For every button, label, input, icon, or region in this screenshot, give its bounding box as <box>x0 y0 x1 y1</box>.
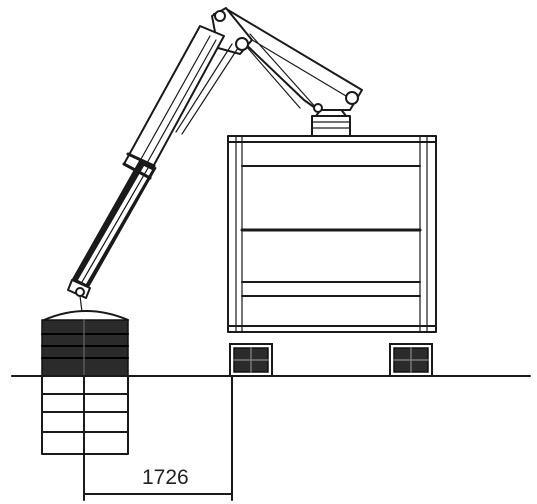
load-foundation <box>41 375 129 455</box>
dimension-line <box>83 375 233 501</box>
container-foot-left <box>229 343 273 377</box>
crane-telescopic-jib <box>67 25 239 313</box>
container-foot-right <box>389 343 433 377</box>
crane-main-boom <box>213 9 363 113</box>
suspended-load <box>41 310 129 377</box>
dimension-label: 1726 <box>142 466 189 489</box>
cargo-container <box>227 135 437 333</box>
